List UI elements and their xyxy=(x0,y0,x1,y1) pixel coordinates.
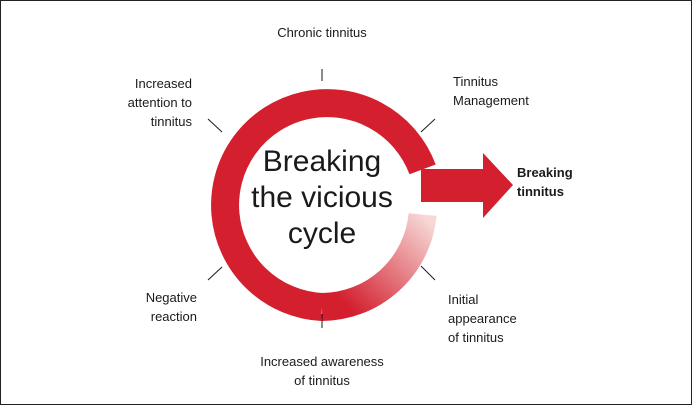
label-initial-appearance: Initial appearance of tinnitus xyxy=(448,292,517,345)
tick-negative xyxy=(207,266,223,281)
label-chronic-tinnitus: Chronic tinnitus xyxy=(277,25,367,40)
cycle-ring-fade-segment xyxy=(321,212,437,321)
label-increased-awareness: Increased awareness of tinnitus xyxy=(260,354,384,388)
cycle-ring-arc xyxy=(211,89,436,321)
center-title: Breaking the vicious cycle xyxy=(222,144,422,252)
label-increased-attention: Increased attention to tinnitus xyxy=(127,76,192,129)
label-breaking-tinnitus: Breaking tinnitus xyxy=(517,165,573,199)
center-title-line-3: cycle xyxy=(287,217,357,250)
label-negative-reaction: Negative reaction xyxy=(145,290,197,324)
center-title-line-2: the vicious xyxy=(251,181,393,214)
tick-management xyxy=(420,118,436,133)
center-title-line-1: Breaking xyxy=(262,145,382,178)
tick-attention xyxy=(207,118,223,133)
tick-initial xyxy=(420,265,436,281)
label-leader-lines xyxy=(207,69,436,328)
label-tinnitus-management: Tinnitus Management xyxy=(453,74,529,108)
breaking-arrow xyxy=(421,153,513,218)
